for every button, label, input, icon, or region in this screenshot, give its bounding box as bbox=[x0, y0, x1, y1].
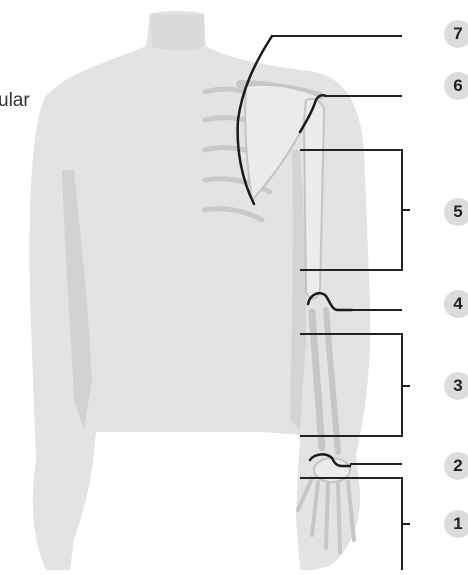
label-3-badge: 3 bbox=[444, 372, 468, 400]
metacarpal bbox=[326, 484, 328, 548]
neck-shadow bbox=[150, 14, 204, 51]
label-5-badge: 5 bbox=[444, 198, 468, 226]
label-7-badge: 7 bbox=[444, 20, 468, 48]
partial-label: ular bbox=[0, 90, 30, 112]
label-1-badge: 1 bbox=[444, 510, 468, 538]
metacarpal bbox=[338, 484, 340, 552]
humerus bbox=[304, 99, 324, 299]
label-6-badge: 6 bbox=[444, 72, 468, 100]
label-2-badge: 2 bbox=[444, 452, 468, 480]
label-4-badge: 4 bbox=[444, 290, 468, 318]
